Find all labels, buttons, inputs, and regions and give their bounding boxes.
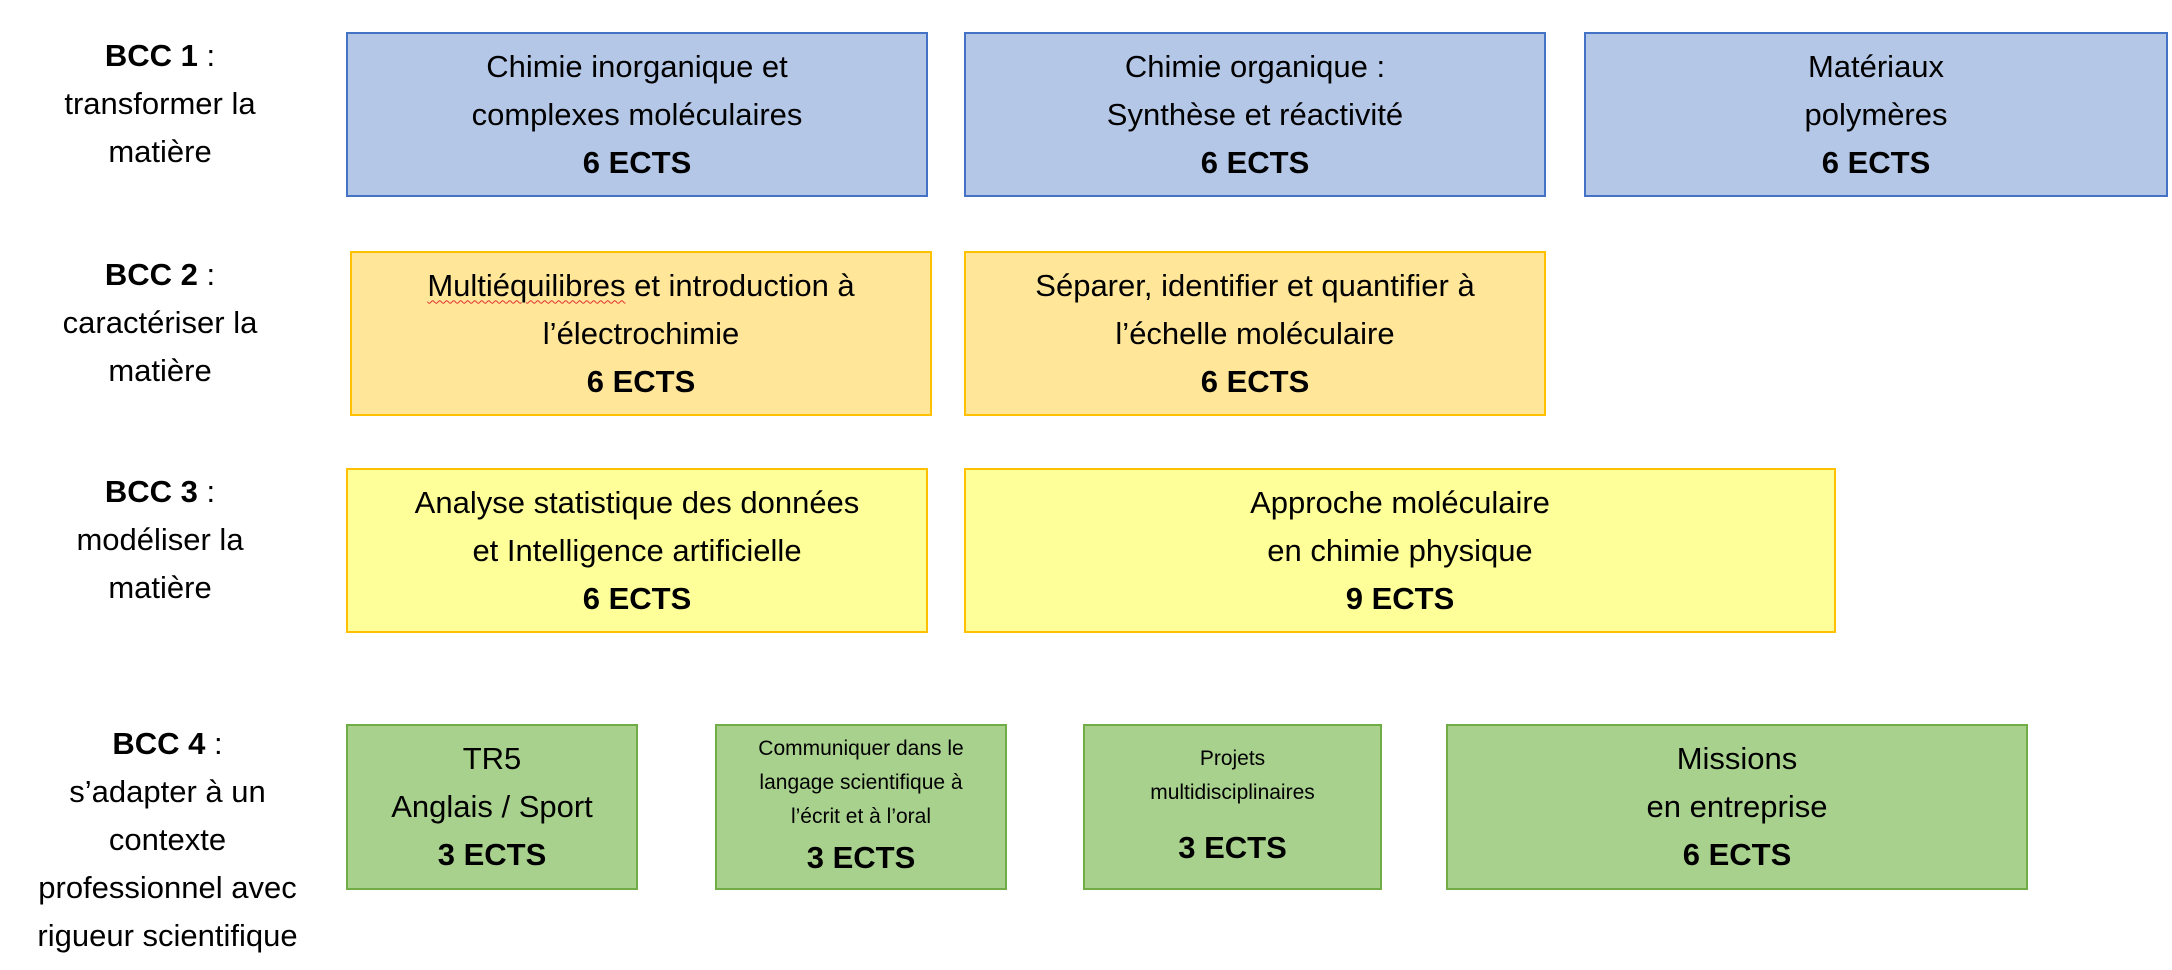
module-title-line: polymères — [1804, 96, 1948, 132]
module-title-rest: et introduction à — [625, 267, 855, 303]
module-title-line: Chimie organique : — [1124, 48, 1386, 84]
module-title-line: Matériaux — [1807, 48, 1945, 84]
module-ects: 6 ECTS — [1200, 363, 1310, 399]
module-title-line: l’écrit et à l’oral — [790, 805, 932, 828]
module-ects: 6 ECTS — [586, 363, 696, 399]
bcc1-desc-line: matière — [108, 134, 212, 169]
spellcheck-word: Multiéquilibres — [427, 267, 626, 303]
module-ects: 6 ECTS — [582, 144, 692, 180]
bcc2-desc-line: matière — [108, 353, 212, 388]
module-ects: 3 ECTS — [806, 840, 916, 875]
module-title-line: et Intelligence artificielle — [472, 532, 802, 568]
module-title-line: TR5 — [462, 741, 522, 776]
module-title-line: multidisciplinaires — [1150, 781, 1315, 804]
colon: : — [197, 474, 216, 509]
module-missions: Missions en entreprise 6 ECTS — [1446, 724, 2028, 890]
bcc2-title: BCC 2 — [104, 257, 198, 292]
module-title-line: Projets — [1199, 747, 1266, 770]
colon: : — [197, 257, 216, 292]
module-title-line: Synthèse et réactivité — [1106, 96, 1404, 132]
bcc1-label: BCC 1 : transformer la matière — [0, 32, 320, 176]
module-ects: 6 ECTS — [1682, 837, 1792, 872]
module-title-line: en entreprise — [1646, 789, 1828, 824]
module-title-line: Chimie inorganique et — [486, 48, 788, 84]
module-title-line: langage scientifique à — [759, 771, 963, 794]
module-title-line: Séparer, identifier et quantifier à — [1035, 267, 1475, 303]
module-title-line: Approche moléculaire — [1250, 484, 1550, 520]
module-title-line: Analyse statistique des données — [414, 484, 860, 520]
module-ects: 6 ECTS — [1821, 144, 1931, 180]
module-communiquer: Communiquer dans le langage scientifique… — [715, 724, 1007, 890]
module-title-line: Anglais / Sport — [391, 789, 593, 824]
module-analyse-statistique: Analyse statistique des données et Intel… — [346, 468, 928, 633]
bcc4-title: BCC 4 — [112, 726, 206, 761]
bcc3-label: BCC 3 : modéliser la matière — [0, 468, 320, 612]
module-ects: 6 ECTS — [582, 580, 692, 616]
bcc1-title: BCC 1 — [104, 38, 198, 73]
bcc3-title: BCC 3 — [104, 474, 198, 509]
module-title-line: Missions — [1676, 741, 1798, 776]
module-materiaux-polymeres: Matériaux polymères 6 ECTS — [1584, 32, 2168, 197]
module-tr5: TR5 Anglais / Sport 3 ECTS — [346, 724, 638, 890]
bcc4-desc-line: s’adapter à un — [69, 774, 266, 809]
module-chimie-inorganique: Chimie inorganique et complexes molécula… — [346, 32, 928, 197]
bcc4-desc-line: contexte — [108, 822, 227, 857]
bcc1-desc-line: transformer la — [64, 86, 256, 121]
module-separer-identifier: Séparer, identifier et quantifier à l’éc… — [964, 251, 1546, 416]
colon: : — [197, 38, 216, 73]
bcc3-desc-line: modéliser la — [76, 522, 244, 557]
bcc2-desc-line: caractériser la — [62, 305, 258, 340]
bcc4-label: BCC 4 : s’adapter à un contexte professi… — [0, 720, 335, 960]
module-ects: 6 ECTS — [1200, 144, 1310, 180]
module-approche-moleculaire: Approche moléculaire en chimie physique … — [964, 468, 1836, 633]
module-projets: Projets multidisciplinaires 3 ECTS — [1083, 724, 1382, 890]
module-multiequilibres: Multiéquilibres et introduction à l’élec… — [350, 251, 932, 416]
module-title-line: l’électrochimie — [542, 315, 740, 351]
colon: : — [205, 726, 223, 761]
module-chimie-organique: Chimie organique : Synthèse et réactivit… — [964, 32, 1546, 197]
module-title-line: Communiquer dans le — [758, 737, 964, 760]
module-title-line: complexes moléculaires — [471, 96, 803, 132]
module-title-line: l’échelle moléculaire — [1115, 315, 1395, 351]
module-ects: 9 ECTS — [1345, 580, 1455, 616]
module-title-line: en chimie physique — [1267, 532, 1533, 568]
module-ects: 3 ECTS — [437, 837, 547, 872]
module-title-line: Multiéquilibres et introduction à — [427, 262, 854, 310]
bcc3-desc-line: matière — [108, 570, 212, 605]
module-ects: 3 ECTS — [1178, 830, 1287, 865]
bcc4-desc-line: rigueur scientifique — [37, 918, 298, 953]
bcc2-label: BCC 2 : caractériser la matière — [0, 251, 320, 395]
bcc4-desc-line: professionnel avec — [38, 870, 297, 905]
